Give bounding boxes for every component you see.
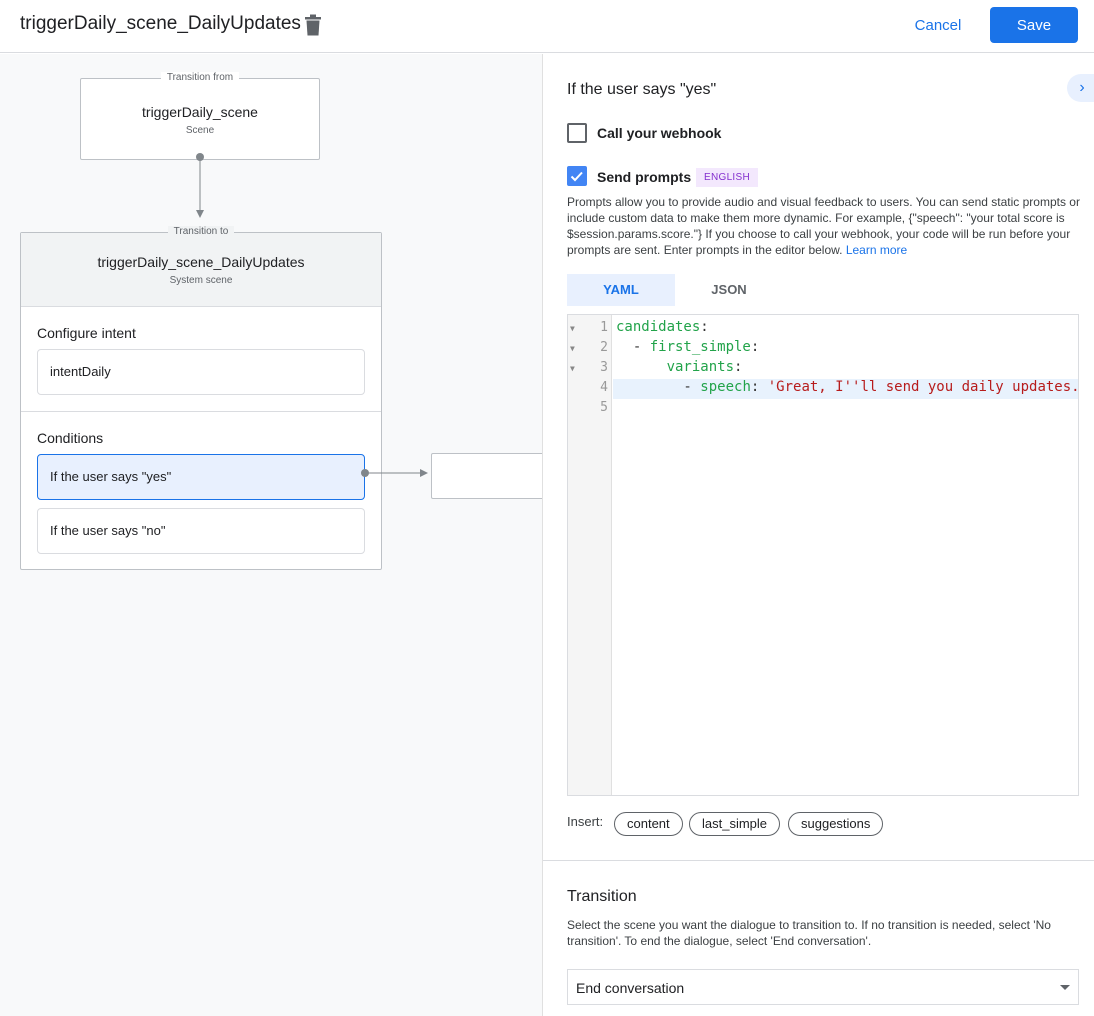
configure-intent-heading: Configure intent xyxy=(37,325,136,341)
send-prompts-label: Send prompts xyxy=(597,169,692,185)
node-title: triggerDaily_scene_DailyUpdates xyxy=(97,254,305,270)
description-text: Prompts allow you to provide audio and v… xyxy=(567,195,1080,257)
intent-item[interactable]: intentDaily xyxy=(37,349,365,395)
send-prompts-checkbox[interactable] xyxy=(567,166,587,186)
transition-heading: Transition xyxy=(567,888,637,905)
chevron-right-icon[interactable]: › xyxy=(1067,74,1094,102)
code-line: - first_simple: xyxy=(616,339,759,355)
code-token: 'Great, I''ll send you daily updates. xyxy=(767,379,1079,395)
line-gutter xyxy=(568,315,612,795)
target-node-empty[interactable] xyxy=(431,453,542,499)
fold-arrow-icon[interactable]: ▼ xyxy=(570,364,575,373)
line-number: 3 xyxy=(600,360,608,375)
node-subtitle: Scene xyxy=(185,125,215,136)
node-subtitle: System scene xyxy=(169,275,233,286)
code-editor[interactable]: 1 ▼ candidates: 2 ▼ - first_simple: 3 ▼ varian… xyxy=(567,314,1079,796)
page-title: triggerDaily_scene_DailyUpdates xyxy=(20,13,301,34)
fold-arrow-icon[interactable]: ▼ xyxy=(570,344,575,353)
code-token: variants xyxy=(666,359,735,375)
webhook-checkbox[interactable] xyxy=(567,123,587,143)
code-token: - xyxy=(616,339,650,355)
code-token: : xyxy=(750,379,768,395)
code-line: candidates: xyxy=(616,319,709,335)
code-token: candidates xyxy=(616,319,701,335)
learn-more-link[interactable]: Learn more xyxy=(845,243,908,257)
condition-yes[interactable]: If the user says "yes" xyxy=(37,454,365,500)
code-token xyxy=(616,359,667,375)
cancel-button[interactable]: Cancel xyxy=(904,8,972,42)
node-label: Transition from xyxy=(160,72,240,83)
conditions-heading: Conditions xyxy=(37,430,104,446)
insert-chip-suggestions[interactable]: suggestions xyxy=(788,812,884,836)
transition-select[interactable]: End conversation xyxy=(567,969,1079,1005)
line-number: 4 xyxy=(600,380,608,395)
line-number: 5 xyxy=(600,400,608,415)
line-number: 2 xyxy=(600,340,608,355)
prompts-description: Prompts allow you to provide audio and v… xyxy=(567,194,1087,258)
condition-panel: › If the user says "yes" Call your webho… xyxy=(542,54,1094,1016)
check-icon xyxy=(570,171,583,182)
transition-value: End conversation xyxy=(576,980,685,996)
fold-arrow-icon[interactable]: ▼ xyxy=(570,324,575,333)
transition-from-node[interactable]: Transition from triggerDaily_scene Scene xyxy=(80,72,320,160)
insert-chip-last-simple[interactable]: last_simple xyxy=(689,812,781,836)
code-token: : xyxy=(750,339,760,355)
panel-heading: If the user says "yes" xyxy=(567,81,717,98)
node-label: Transition to xyxy=(167,226,235,237)
connector-arrow xyxy=(196,153,204,218)
tab-json[interactable]: JSON xyxy=(711,282,747,297)
top-bar: triggerDaily_scene_DailyUpdates Cancel S… xyxy=(0,0,1094,53)
tab-yaml[interactable]: YAML xyxy=(567,274,675,306)
code-token: first_simple xyxy=(649,339,751,355)
dropdown-arrow-icon xyxy=(1060,985,1070,990)
divider xyxy=(543,860,1094,861)
condition-no[interactable]: If the user says "no" xyxy=(37,508,365,554)
transition-to-node: Transition to triggerDaily_scene_DailyUp… xyxy=(20,226,382,570)
language-badge: ENGLISH xyxy=(696,168,759,187)
insert-label: Insert: xyxy=(567,814,604,829)
code-token: speech xyxy=(700,379,751,395)
code-token: - xyxy=(616,379,701,395)
flow-canvas: Transition from triggerDaily_scene Scene… xyxy=(0,54,542,1016)
insert-chip-content[interactable]: content xyxy=(614,812,683,836)
code-line: - speech: 'Great, I''ll send you daily u… xyxy=(616,379,1079,395)
active-line-highlight xyxy=(613,379,1078,399)
condition-connector xyxy=(361,469,428,477)
code-token: : xyxy=(700,319,709,335)
webhook-label: Call your webhook xyxy=(597,125,722,141)
trash-icon[interactable] xyxy=(304,14,322,36)
transition-description: Select the scene you want the dialogue t… xyxy=(567,918,1051,948)
line-number: 1 xyxy=(600,320,608,335)
code-line: variants: xyxy=(616,359,743,375)
node-title: triggerDaily_scene xyxy=(142,104,258,120)
code-token: : xyxy=(734,359,743,375)
save-button[interactable]: Save xyxy=(990,7,1078,43)
